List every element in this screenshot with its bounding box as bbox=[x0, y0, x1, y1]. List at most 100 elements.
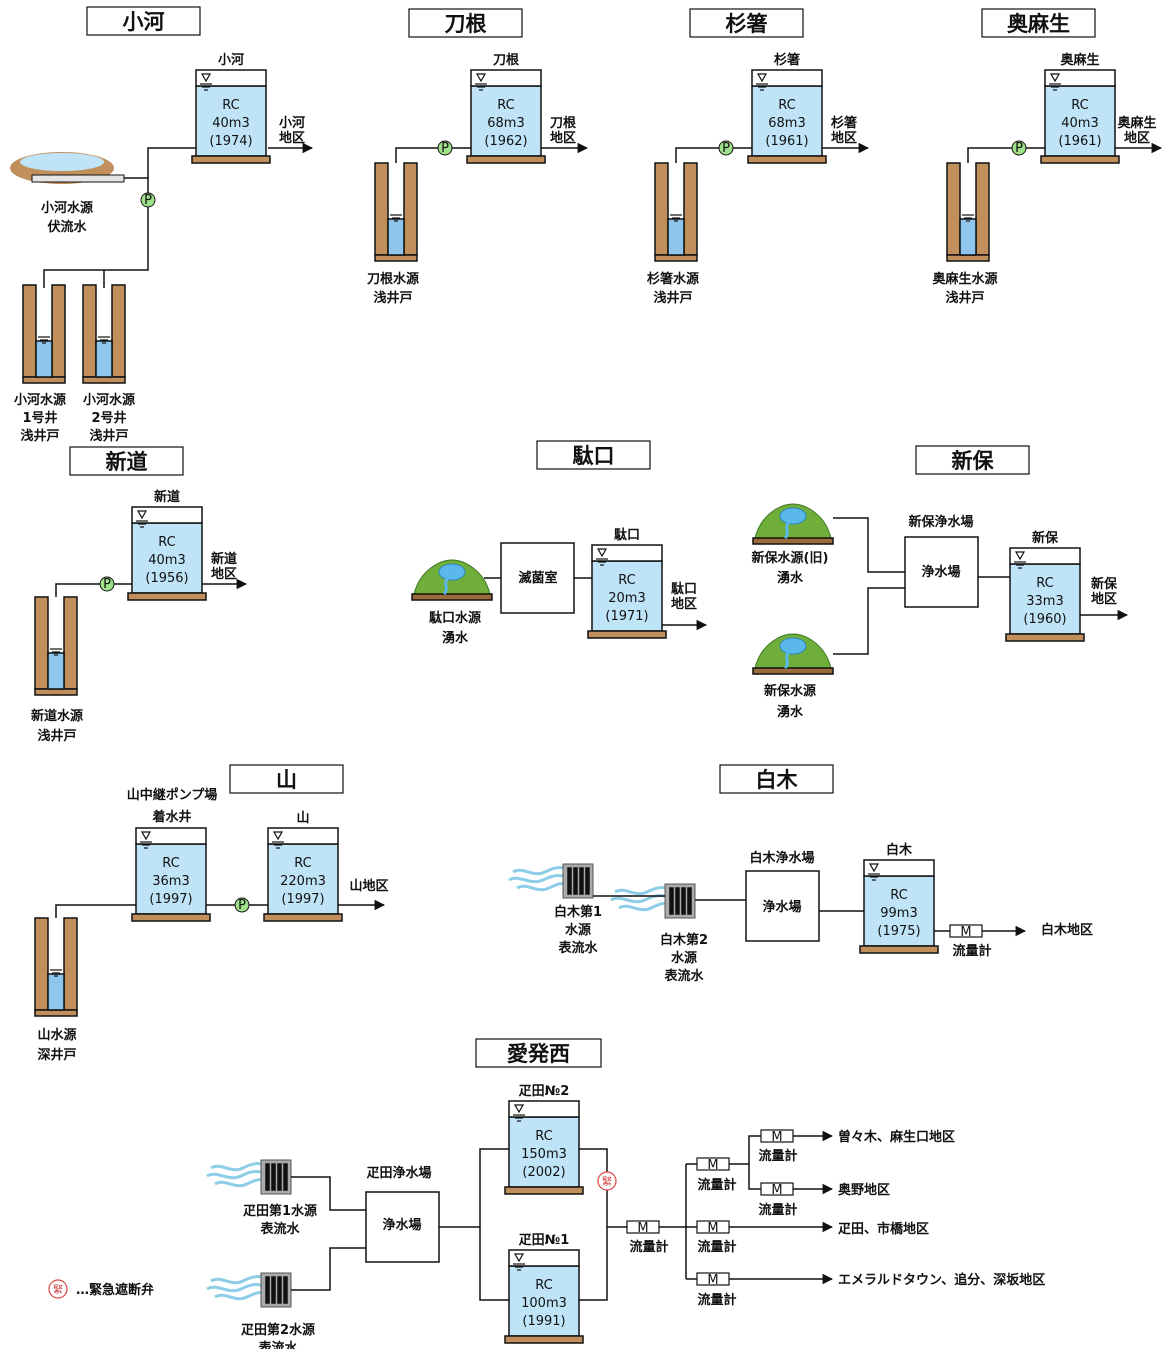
aihatsu-src2-2: 表流水 bbox=[257, 1340, 298, 1349]
shiraki-src1-1: 白木第1 bbox=[554, 904, 602, 920]
shinbo-tank-capacity: 33m3 bbox=[1026, 594, 1063, 609]
shindo-src-2: 浅井戸 bbox=[37, 728, 76, 744]
legend-valve-mark: 緊 bbox=[53, 1284, 63, 1296]
kogawa-well2-1: 小河水源 bbox=[83, 392, 135, 408]
yama-tank-material: RC bbox=[294, 856, 311, 871]
omaoi-dest-2: 地区 bbox=[1124, 130, 1150, 146]
pipe-line bbox=[479, 1227, 509, 1301]
shiraki-intake-1 bbox=[507, 862, 595, 900]
kogawa-dest-2: 地区 bbox=[279, 130, 305, 146]
legend-emergency-valve: …緊急遮断弁 bbox=[76, 1282, 154, 1298]
tone-src-2: 浅井戸 bbox=[373, 290, 412, 306]
yama-title: 山 bbox=[276, 768, 297, 792]
sugihashi-title-frame bbox=[689, 8, 804, 38]
shindo-src-1: 新道水源 bbox=[31, 708, 83, 724]
yama-dest: 山地区 bbox=[349, 878, 388, 894]
shinbo-dest-2: 地区 bbox=[1091, 591, 1117, 607]
shiraki-intake-2 bbox=[609, 882, 697, 920]
pipe-line bbox=[748, 1164, 761, 1190]
shinbo-src-1: 新保水源 bbox=[764, 683, 816, 699]
kogawa-tank-material: RC bbox=[222, 98, 239, 113]
kogawa-well2-3: 浅井戸 bbox=[89, 428, 128, 444]
tone-well bbox=[374, 162, 418, 262]
aihatsu-tank-2-capacity: 150m3 bbox=[521, 1147, 567, 1162]
kogawa-well-2 bbox=[82, 284, 126, 384]
shiraki-plant-label: 浄水場 bbox=[762, 899, 801, 915]
kogawa-tank-capacity: 40m3 bbox=[212, 116, 249, 131]
flowmeter-4-mark: M bbox=[707, 1273, 718, 1288]
dakuchi-disinfection-room bbox=[500, 542, 575, 614]
shiraki-src1-2: 水源 bbox=[565, 922, 591, 938]
kogawa-title: 小河 bbox=[123, 10, 165, 34]
dakuchi-title: 駄口 bbox=[573, 444, 615, 468]
kogawa-river bbox=[20, 153, 104, 171]
shiraki-meter-label: 流量計 bbox=[952, 943, 991, 959]
yama-relay-tank-capacity: 36m3 bbox=[152, 874, 189, 889]
tone-dest-1: 刀根 bbox=[550, 115, 577, 131]
aihatsu-tank-1-year: (1991) bbox=[522, 1314, 565, 1329]
shiraki-plant-name: 白木浄水場 bbox=[749, 850, 814, 866]
aihatsu-plant-name: 疋田浄水場 bbox=[366, 1165, 431, 1181]
yama-tank-name: 山 bbox=[296, 810, 309, 826]
tone-dest-2: 地区 bbox=[550, 130, 576, 146]
flowmeter-2-mark: M bbox=[771, 1183, 782, 1198]
yama-pump-mark: P bbox=[238, 898, 246, 913]
dakuchi-spring bbox=[410, 558, 494, 602]
shinbo-tank-year: (1960) bbox=[1023, 612, 1066, 627]
shindo-dest-2: 地区 bbox=[211, 566, 237, 582]
shiraki-plant-box bbox=[745, 870, 820, 942]
shinbo-spring bbox=[751, 632, 835, 676]
aihatsu-plant-label: 浄水場 bbox=[382, 1217, 421, 1233]
shiraki-src1-3: 表流水 bbox=[557, 940, 598, 956]
shindo-well bbox=[34, 596, 78, 696]
sugihashi-tank-year: (1961) bbox=[765, 134, 808, 149]
dakuchi-tank-capacity: 20m3 bbox=[608, 591, 645, 606]
yama-src-1: 山水源 bbox=[37, 1027, 76, 1043]
sugihashi-well bbox=[654, 162, 698, 262]
aihatsu-src2-1: 疋田第2水源 bbox=[241, 1322, 315, 1338]
tone-title-frame bbox=[408, 8, 523, 38]
emergency-valve-mark: 緊 bbox=[602, 1176, 612, 1188]
aihatsu-intake-1 bbox=[205, 1158, 293, 1196]
tone-tank-year: (1962) bbox=[484, 134, 527, 149]
kogawa-title-frame bbox=[86, 6, 201, 36]
dakuchi-src-1: 駄口水源 bbox=[429, 610, 481, 626]
pipe-line bbox=[395, 147, 471, 163]
aihatsu-title: 愛発西 bbox=[507, 1042, 570, 1066]
shindo-tank-name: 新道 bbox=[154, 489, 180, 505]
emergency-valve-icon bbox=[597, 1171, 617, 1191]
flowmeter-4-label: 流量計 bbox=[697, 1292, 736, 1308]
aihatsu-tank-1-capacity: 100m3 bbox=[521, 1296, 567, 1311]
shinbo-src-2: 湧水 bbox=[777, 704, 804, 720]
flowmeter-3-label: 流量計 bbox=[697, 1239, 736, 1255]
shindo-tank-year: (1956) bbox=[145, 571, 188, 586]
sugihashi-dest-1: 杉箸 bbox=[831, 115, 857, 131]
sugihashi-title: 杉箸 bbox=[726, 12, 768, 36]
sugihashi-src-1: 杉箸水源 bbox=[647, 271, 699, 287]
aihatsu-src1-1: 疋田第1水源 bbox=[243, 1203, 317, 1219]
yama-relay-1: 山中継ポンプ場 bbox=[127, 787, 218, 803]
legend-valve-icon bbox=[48, 1279, 68, 1299]
shindo-title-frame bbox=[69, 446, 184, 476]
dakuchi-disinfect-label: 滅菌室 bbox=[518, 570, 557, 586]
shinbo-src-old-1: 新保水源(旧) bbox=[752, 550, 829, 566]
kogawa-pump bbox=[140, 192, 156, 208]
aihatsu-tank-1-material: RC bbox=[535, 1278, 552, 1293]
shiraki-tank-year: (1975) bbox=[877, 924, 920, 939]
dakuchi-dest-1: 駄口 bbox=[671, 581, 697, 597]
dest-sosogi: 曽々木、麻生口地区 bbox=[838, 1129, 955, 1145]
pipe-line bbox=[55, 583, 132, 597]
shiraki-title-frame bbox=[719, 764, 834, 794]
kogawa-collector bbox=[31, 174, 125, 183]
tone-tank-capacity: 68m3 bbox=[487, 116, 524, 131]
omaoi-title: 奥麻生 bbox=[1007, 12, 1070, 36]
sugihashi-src-2: 浅井戸 bbox=[653, 290, 692, 306]
aihatsu-branch-flowmeter-mark: M bbox=[707, 1158, 718, 1173]
shindo-dest-1: 新道 bbox=[211, 551, 237, 567]
kogawa-well1-3: 浅井戸 bbox=[20, 428, 59, 444]
yama-relay-tank-material: RC bbox=[162, 856, 179, 871]
aihatsu-tank-1-name: 疋田№1 bbox=[519, 1233, 570, 1248]
kogawa-well-1 bbox=[22, 284, 66, 384]
omaoi-title-frame bbox=[981, 8, 1096, 38]
shindo-pump-mark: P bbox=[103, 577, 111, 592]
